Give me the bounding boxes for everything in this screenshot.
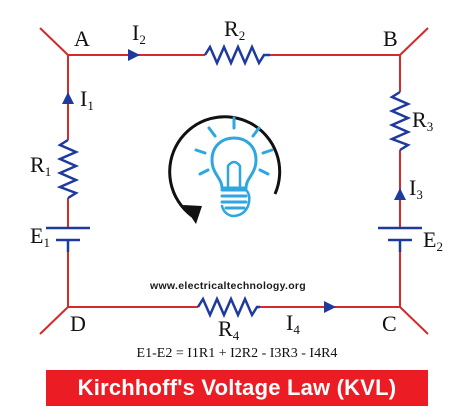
current-arrow-i4 — [324, 301, 336, 313]
current-arrow-i3 — [394, 188, 406, 200]
title-banner: Kirchhoff's Voltage Law (KVL) — [77, 375, 397, 400]
source-label-e2: E2 — [423, 227, 443, 254]
resistor-r3-symbol — [388, 90, 412, 152]
current-arrow-i1 — [62, 92, 74, 104]
resistor-label-r3: R3 — [412, 107, 433, 134]
resistor-label-r2: R2 — [224, 16, 245, 43]
resistor-r4-symbol — [196, 295, 260, 319]
resistor-label-r1: R1 — [30, 152, 51, 179]
watermark-text: www.electricaltechnology.org — [149, 280, 306, 292]
current-arrow-i2 — [128, 49, 140, 61]
circuit-wires — [39, 27, 429, 335]
current-label-i4: I4 — [286, 310, 300, 337]
node-label-b: B — [383, 26, 398, 51]
kvl-equation: E1-E2 = I1R1 + I2R2 - I3R3 - I4R4 — [137, 346, 338, 361]
banner-background — [46, 370, 428, 406]
node-label-d: D — [70, 311, 86, 336]
loop-arrow-icon — [168, 115, 282, 224]
node-label-c: C — [382, 311, 397, 336]
current-label-i1: I1 — [80, 86, 94, 113]
current-label-i3: I3 — [409, 175, 423, 202]
resistor-r2-symbol — [203, 43, 270, 67]
battery-e1-symbol — [46, 226, 90, 252]
resistor-label-r4: R4 — [218, 316, 240, 343]
current-label-i2: I2 — [132, 20, 146, 47]
light-bulb-icon — [194, 116, 274, 218]
battery-e2-symbol — [378, 226, 422, 252]
resistor-r1-symbol — [56, 138, 80, 200]
node-label-a: A — [74, 26, 90, 51]
source-label-e1: E1 — [30, 223, 50, 250]
